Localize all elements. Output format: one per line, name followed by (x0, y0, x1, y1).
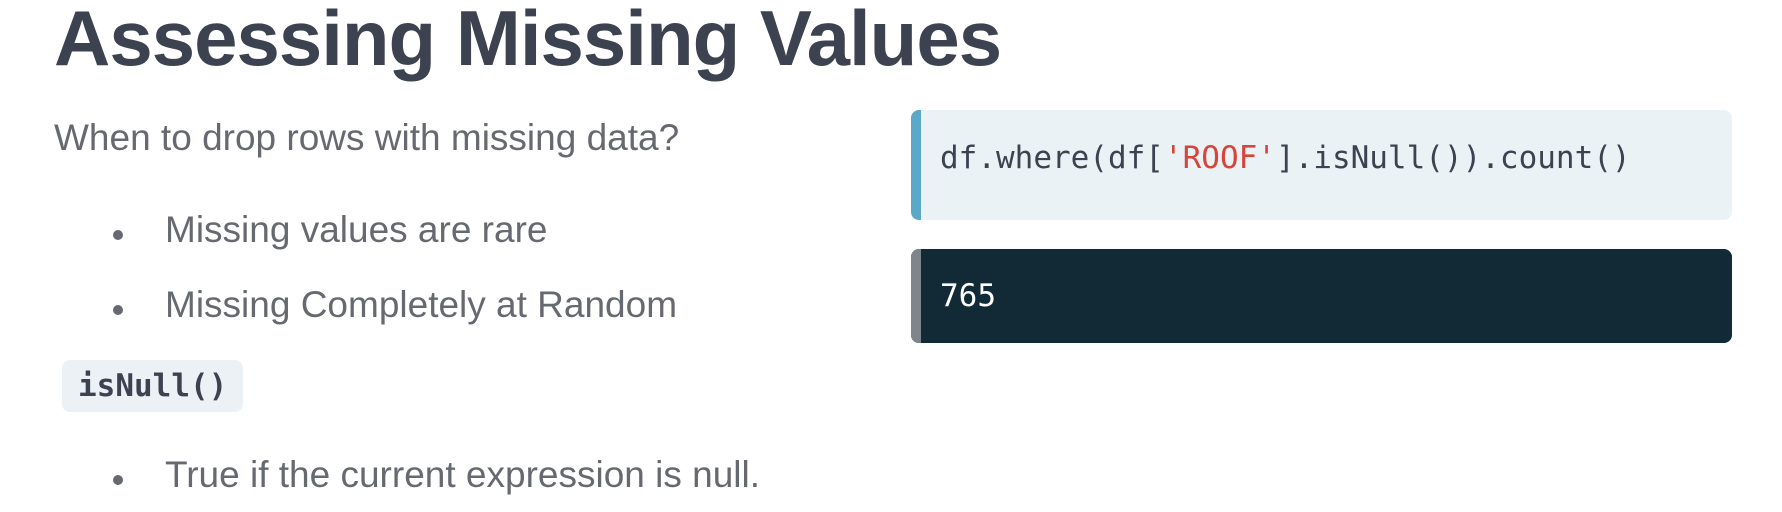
bullet-text: Missing Completely at Random (165, 284, 678, 325)
bullet-text: Missing values are rare (165, 209, 548, 250)
slide-question: When to drop rows with missing data? (54, 117, 680, 158)
output-value[interactable]: 765 (940, 278, 996, 314)
bullet-dot-icon (113, 475, 123, 485)
function-name-code: isNull() (62, 360, 244, 412)
code-string-literal: 'ROOF' (1163, 140, 1276, 176)
bullet-dot-icon (113, 230, 123, 240)
code-suffix: ].isNull()).count() (1275, 140, 1631, 176)
code-block[interactable]: df.where(df['ROOF'].isNull()).count() (911, 110, 1732, 220)
bullet-text: True if the current expression is null. (165, 454, 760, 495)
code-line[interactable]: df.where(df['ROOF'].isNull()).count() (940, 137, 1631, 180)
output-block[interactable]: 765 (911, 249, 1732, 343)
code-prefix: df.where(df[ (940, 140, 1164, 176)
code-accent-bar (911, 110, 921, 220)
output-accent-bar (911, 249, 921, 343)
bullet-dot-icon (113, 305, 123, 315)
slide-title: Assessing Missing Values (54, 0, 1002, 82)
